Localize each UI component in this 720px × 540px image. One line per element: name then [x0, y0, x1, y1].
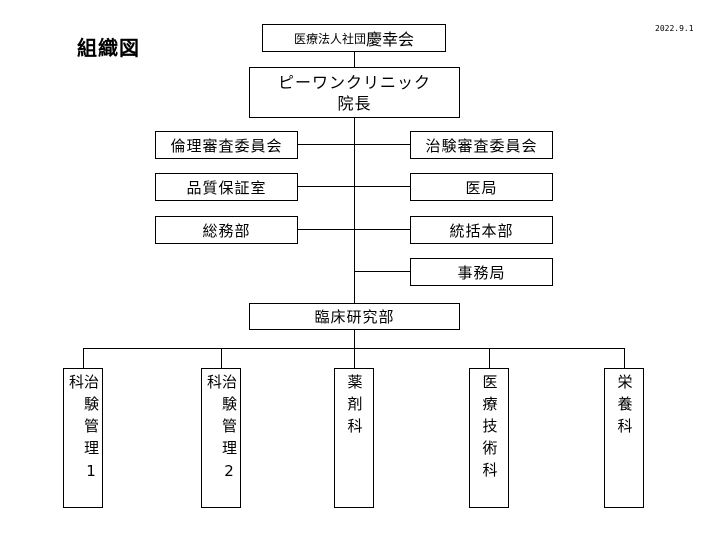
general-affairs-label: 総務部	[202, 221, 251, 240]
section-pharmacy-label: 薬剤科	[345, 374, 364, 440]
date-label: 2022.9.1	[655, 24, 694, 33]
section-trial-mgmt-1-box: 治験管理1科	[63, 368, 103, 508]
section-medical-tech-label: 医療技術科	[480, 374, 499, 484]
quality-assurance-box: 品質保証室	[155, 173, 298, 201]
general-affairs-box: 総務部	[155, 216, 298, 244]
research-dept-box: 臨床研究部	[249, 303, 460, 330]
ethics-committee-box: 倫理審査委員会	[155, 131, 298, 159]
connector-irb	[354, 144, 410, 145]
connector-general-affairs	[298, 229, 355, 230]
quality-assurance-label: 品質保証室	[186, 178, 267, 197]
clinic-director-box: ピーワンクリニック 院長	[249, 67, 460, 118]
page-title: 組織図	[77, 36, 140, 60]
admin-office-label: 事務局	[457, 263, 506, 282]
irb-label: 治験審査委員会	[425, 136, 538, 155]
org-name-box: 医療法人社団慶幸会	[262, 24, 446, 52]
headquarters-label: 統括本部	[449, 221, 514, 240]
section-nutrition-label: 栄養科	[615, 374, 634, 440]
connector-headquarters	[354, 229, 410, 230]
org-name: 慶幸会	[366, 30, 415, 49]
org-prefix: 医療法人社団	[293, 31, 366, 46]
section-medical-tech-box: 医療技術科	[469, 368, 509, 508]
drop-line-3	[354, 348, 355, 368]
connector-ethics	[298, 144, 355, 145]
section-pharmacy-box: 薬剤科	[334, 368, 374, 508]
drop-line-5	[624, 348, 625, 368]
section-trial-mgmt-2-label: 治験管理2科	[205, 374, 238, 487]
connector-qa	[298, 186, 355, 187]
admin-office-box: 事務局	[410, 258, 553, 286]
ethics-committee-label: 倫理審査委員会	[170, 136, 283, 155]
section-nutrition-box: 栄養科	[604, 368, 644, 508]
research-dept-label: 臨床研究部	[314, 308, 395, 326]
main-trunk-line	[354, 118, 355, 303]
connector-research-sections	[354, 329, 355, 349]
drop-line-1	[83, 348, 84, 368]
irb-box: 治験審査委員会	[410, 131, 553, 159]
drop-line-2	[221, 348, 222, 368]
section-trial-mgmt-2-box: 治験管理2科	[201, 368, 241, 508]
medical-office-label: 医局	[465, 178, 498, 197]
connector-admin-office	[354, 271, 410, 272]
drop-line-4	[489, 348, 490, 368]
headquarters-box: 統括本部	[410, 216, 553, 244]
clinic-name: ピーワンクリニック	[277, 72, 431, 92]
medical-office-box: 医局	[410, 173, 553, 201]
director-title: 院長	[337, 93, 372, 113]
connector-org-clinic	[354, 52, 355, 67]
section-trial-mgmt-1-label: 治験管理1科	[67, 374, 100, 487]
connector-medical	[354, 186, 410, 187]
